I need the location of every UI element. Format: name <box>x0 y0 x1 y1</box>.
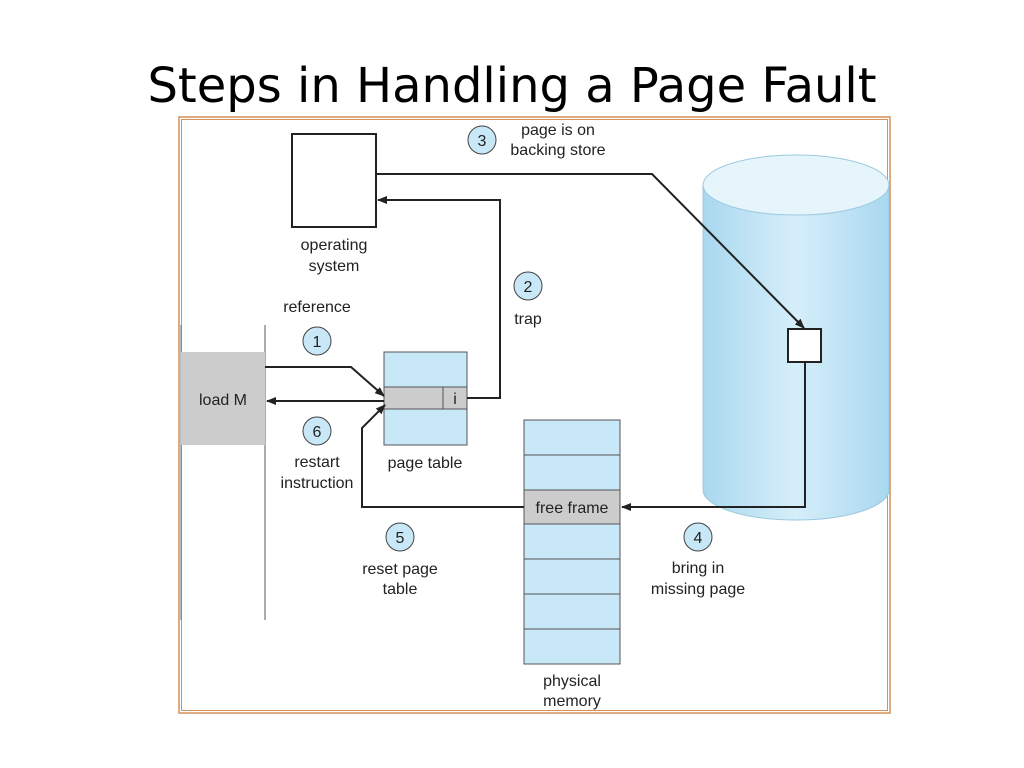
svg-text:5: 5 <box>396 530 405 547</box>
page-table-label: page table <box>388 455 463 472</box>
step-4-badge: 4 <box>683 522 713 552</box>
physical-memory <box>523 419 621 665</box>
backing-label-line2: backing store <box>510 142 605 159</box>
step-3-badge: 3 <box>467 125 497 155</box>
load-m-box <box>181 352 265 445</box>
step-1-badge: 1 <box>302 326 332 356</box>
load-m-label: load M <box>199 392 247 409</box>
physical-memory-label-line2: memory <box>543 693 601 710</box>
bring-label-line1: bring in <box>672 560 724 577</box>
os-label-line1: operating <box>301 237 368 254</box>
reset-label-line2: table <box>383 581 418 598</box>
arrow-reference <box>265 366 385 397</box>
svg-text:1: 1 <box>313 334 322 351</box>
backing-label-line1: page is on <box>521 122 595 139</box>
step-2-badge: 2 <box>513 271 543 301</box>
svg-text:6: 6 <box>313 424 322 441</box>
svg-text:2: 2 <box>524 279 533 296</box>
disk-page-block <box>787 328 822 363</box>
step-6-badge: 6 <box>302 416 332 446</box>
reset-label-line1: reset page <box>362 561 438 578</box>
operating-system-box <box>291 133 377 228</box>
restart-label-line1: restart <box>294 454 340 471</box>
arrow-reset-page-table <box>361 404 524 508</box>
physical-memory-label-line1: physical <box>543 673 601 690</box>
free-frame-label: free frame <box>536 500 609 517</box>
svg-text:4: 4 <box>694 530 703 547</box>
invalid-bit: i <box>453 391 457 408</box>
restart-label-line2: instruction <box>281 475 354 492</box>
trap-label: trap <box>514 311 542 328</box>
free-frame <box>523 489 621 525</box>
arrow-bring-in <box>621 362 806 511</box>
os-label-line2: system <box>309 258 360 275</box>
step-5-badge: 5 <box>385 522 415 552</box>
arrow-backing-store <box>376 173 805 329</box>
reference-label: reference <box>283 299 351 316</box>
arrow-trap <box>377 196 501 399</box>
bring-label-line2: missing page <box>651 581 745 598</box>
svg-text:3: 3 <box>478 133 487 150</box>
page-title: Steps in Handling a Page Fault <box>147 58 877 114</box>
